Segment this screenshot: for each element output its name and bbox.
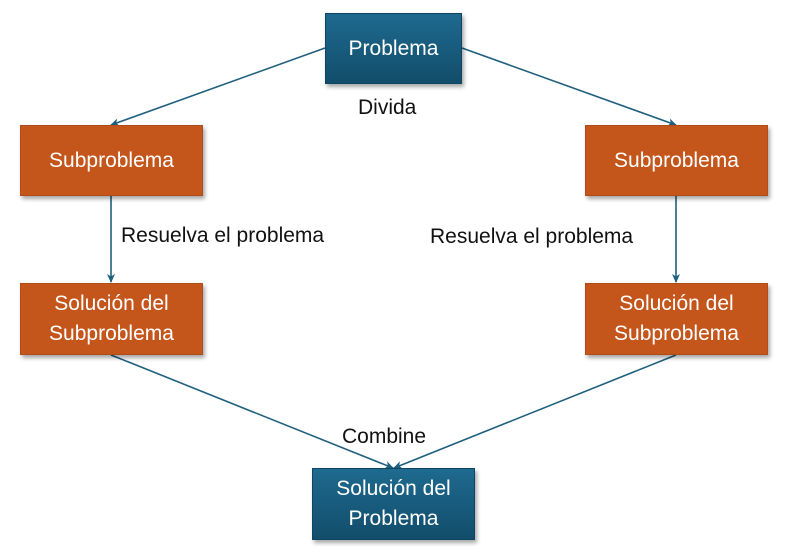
node-solucion-subproblema-right-label: Solución del Subproblema	[614, 292, 739, 345]
label-resuelva-left: Resuelva el problema	[121, 224, 325, 247]
node-solucion-subproblema-right: Solución del Subproblema	[585, 283, 768, 355]
label-divida: Divida	[358, 96, 417, 119]
node-subproblema-right: Subproblema	[585, 125, 768, 196]
node-solucion-problema-label: Solución del Problema	[336, 477, 451, 530]
label-combine: Combine	[342, 425, 427, 448]
node-problema-label: Problema	[348, 36, 439, 60]
node-subproblema-right-label: Subproblema	[614, 148, 739, 172]
arrow-sol-left-to-final	[110, 354, 394, 469]
node-subproblema-left: Subproblema	[20, 125, 203, 196]
node-subproblema-left-label: Subproblema	[49, 148, 174, 172]
label-resuelva-right: Resuelva el problema	[430, 225, 634, 248]
node-solucion-subproblema-left-label: Solución del Subproblema	[49, 292, 174, 345]
node-problema: Problema	[325, 13, 462, 84]
node-solucion-subproblema-left: Solución del Subproblema	[20, 283, 203, 355]
arrow-sol-right-to-final	[393, 354, 677, 469]
arrow-root-to-sub-left	[110, 47, 326, 127]
arrow-root-to-sub-right	[461, 47, 677, 127]
node-solucion-problema: Solución del Problema	[312, 468, 475, 540]
